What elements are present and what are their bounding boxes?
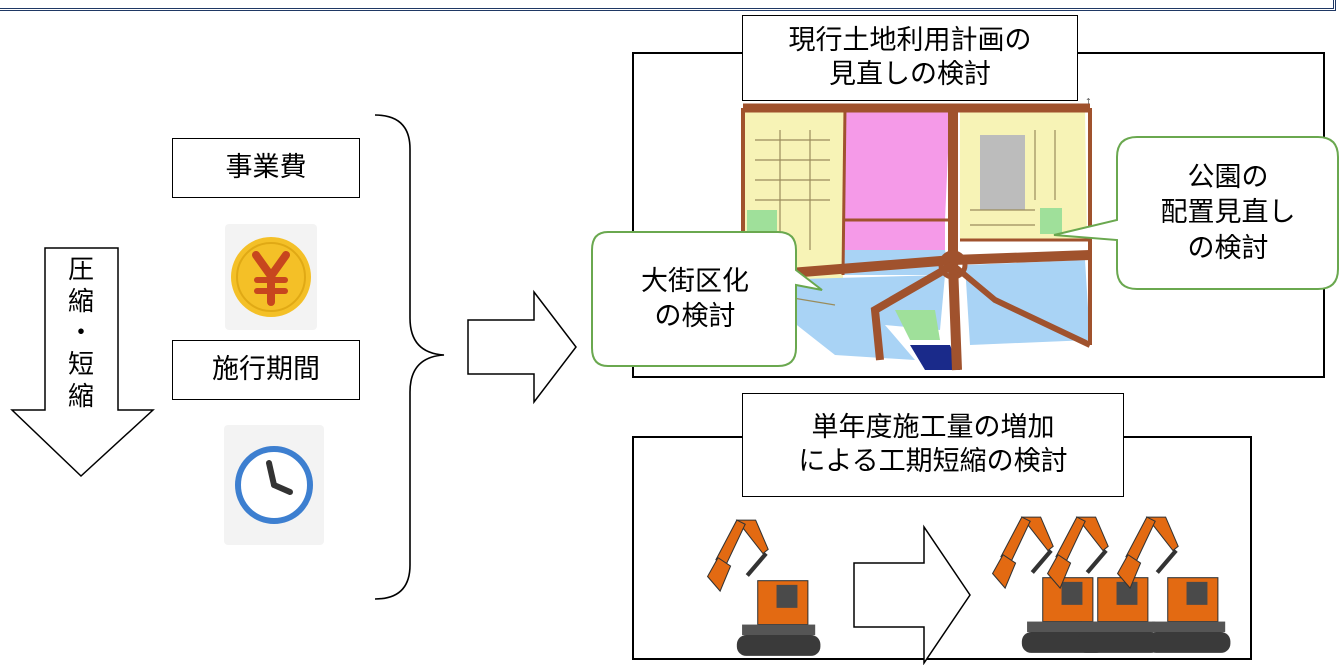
compression-char: 圧 <box>67 255 94 285</box>
callout-park-relocation: 公園の 配置見直し の検討 <box>1120 138 1336 288</box>
callout-block-consolidation: 大街区化 の検討 <box>592 234 798 364</box>
construction-title-line1: 単年度施工量の増加 <box>811 412 1055 444</box>
land-use-map: ↑ <box>741 97 1092 371</box>
callout-park-shape <box>1053 136 1339 290</box>
plan-title-line2: 見直しの検討 <box>829 59 991 90</box>
compression-char: 縮 <box>67 286 94 317</box>
construction-period-label: 施行期間 <box>172 340 360 400</box>
down-arrow-icon <box>10 247 155 478</box>
yen-coin-icon <box>225 224 317 330</box>
plan-title-line1: 現行土地利用計画の <box>788 25 1032 57</box>
project-cost-label: 事業費 <box>172 138 360 198</box>
excavator-icon <box>1110 515 1238 655</box>
right-arrow-icon <box>467 289 577 405</box>
callout-block-shape <box>591 231 823 367</box>
callout-park-line1: 公園の <box>1187 162 1269 194</box>
svg-text:↑: ↑ <box>1085 97 1092 106</box>
callout-block-line2: の検討 <box>654 301 736 332</box>
compression-char: 短 <box>67 350 94 381</box>
construction-panel-title: 単年度施工量の増加 による工期短縮の検討 <box>742 393 1124 497</box>
plan-panel-title: 現行土地利用計画の 見直しの検討 <box>742 15 1078 101</box>
right-brace <box>374 114 445 600</box>
compression-char: ・ <box>67 318 94 349</box>
right-arrow-icon <box>853 524 971 665</box>
top-frame-border <box>0 0 1336 11</box>
callout-park-line2: 配置見直し <box>1160 197 1296 229</box>
callout-block-line1: 大街区化 <box>641 265 749 297</box>
clock-icon <box>224 425 324 545</box>
compression-char: 縮 <box>67 381 94 412</box>
compression-label: 圧 縮 ・ 短 縮 <box>58 255 104 414</box>
callout-park-line3: の検討 <box>1187 232 1269 264</box>
construction-title-line2: による工期短縮の検討 <box>798 446 1068 477</box>
excavator-icon <box>700 518 828 658</box>
